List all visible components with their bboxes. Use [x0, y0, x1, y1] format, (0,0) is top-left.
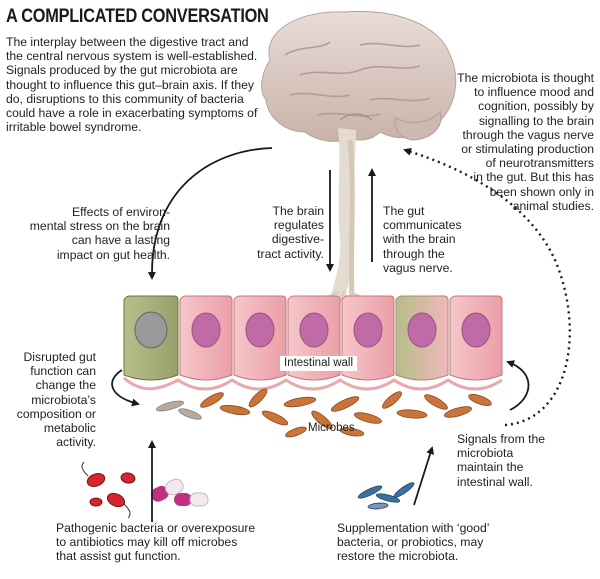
title: A COMPLICATED CONVERSATION	[6, 6, 269, 27]
intro-text: The interplay between the digestive trac…	[6, 35, 258, 135]
pathogens-and-antibiotics	[81, 461, 209, 519]
arrows	[111, 147, 571, 522]
intestinal-wall	[123, 295, 503, 391]
microbes-label: Microbes	[308, 422, 355, 434]
intestinal-wall-label: Intestinal wall	[280, 356, 358, 371]
pathogenic-note: Pathogenic bacteria or overexposure to a…	[56, 521, 256, 564]
microbiota-mood-note: The microbiota is thought to influence m…	[457, 71, 594, 213]
signals-maintain-note: Signals from the microbiota maintain the…	[457, 432, 546, 489]
probiotics	[357, 482, 415, 510]
microbes-cluster	[156, 388, 492, 438]
gut-communicates-note: The gut communicates with the brain thro…	[383, 204, 462, 275]
brain-regulates-note: The brain regulates digestive- tract act…	[257, 204, 324, 261]
stress-note: Effects of environ- mental stress on the…	[29, 205, 170, 262]
disrupted-note: Disrupted gut function can change the mi…	[16, 350, 96, 450]
supplementation-note: Supplementation with ‘good’ bacteria, or…	[337, 521, 490, 564]
